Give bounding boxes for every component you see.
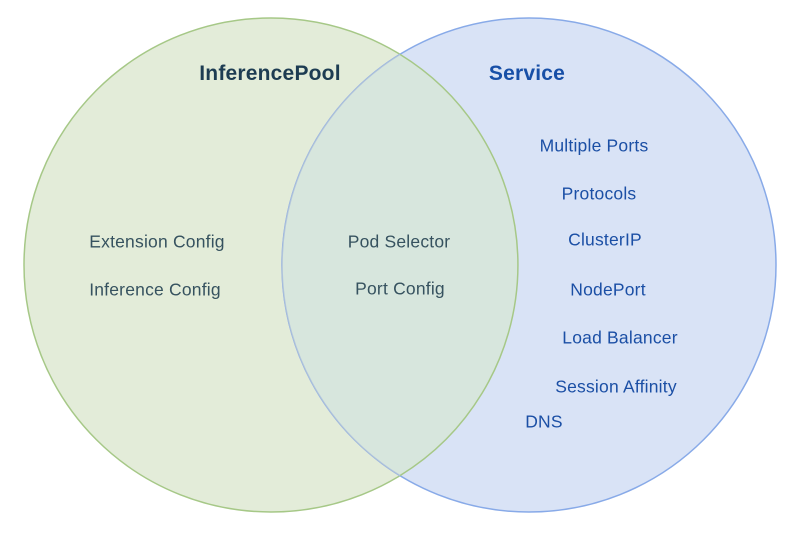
item-dns: DNS: [525, 411, 563, 432]
item-nodeport: NodePort: [570, 279, 646, 300]
item-multiple-ports: Multiple Ports: [539, 135, 649, 156]
item-port-config: Port Config: [355, 278, 445, 299]
item-session-affinity: Session Affinity: [555, 376, 677, 397]
item-pod-selector: Pod Selector: [347, 231, 451, 252]
intersection-lens: [282, 54, 518, 476]
service-title: Service: [488, 62, 566, 85]
service-arc: [281, 53, 401, 477]
item-protocols: Protocols: [561, 183, 637, 204]
item-load-balancer: Load Balancer: [562, 327, 678, 348]
inferencepool-title: InferencePool: [199, 62, 341, 85]
inferencepool-arc: [399, 53, 519, 477]
item-extension-config: Extension Config: [89, 231, 225, 252]
item-clusterip: ClusterIP: [568, 229, 642, 250]
item-inference-config: Inference Config: [89, 279, 221, 300]
